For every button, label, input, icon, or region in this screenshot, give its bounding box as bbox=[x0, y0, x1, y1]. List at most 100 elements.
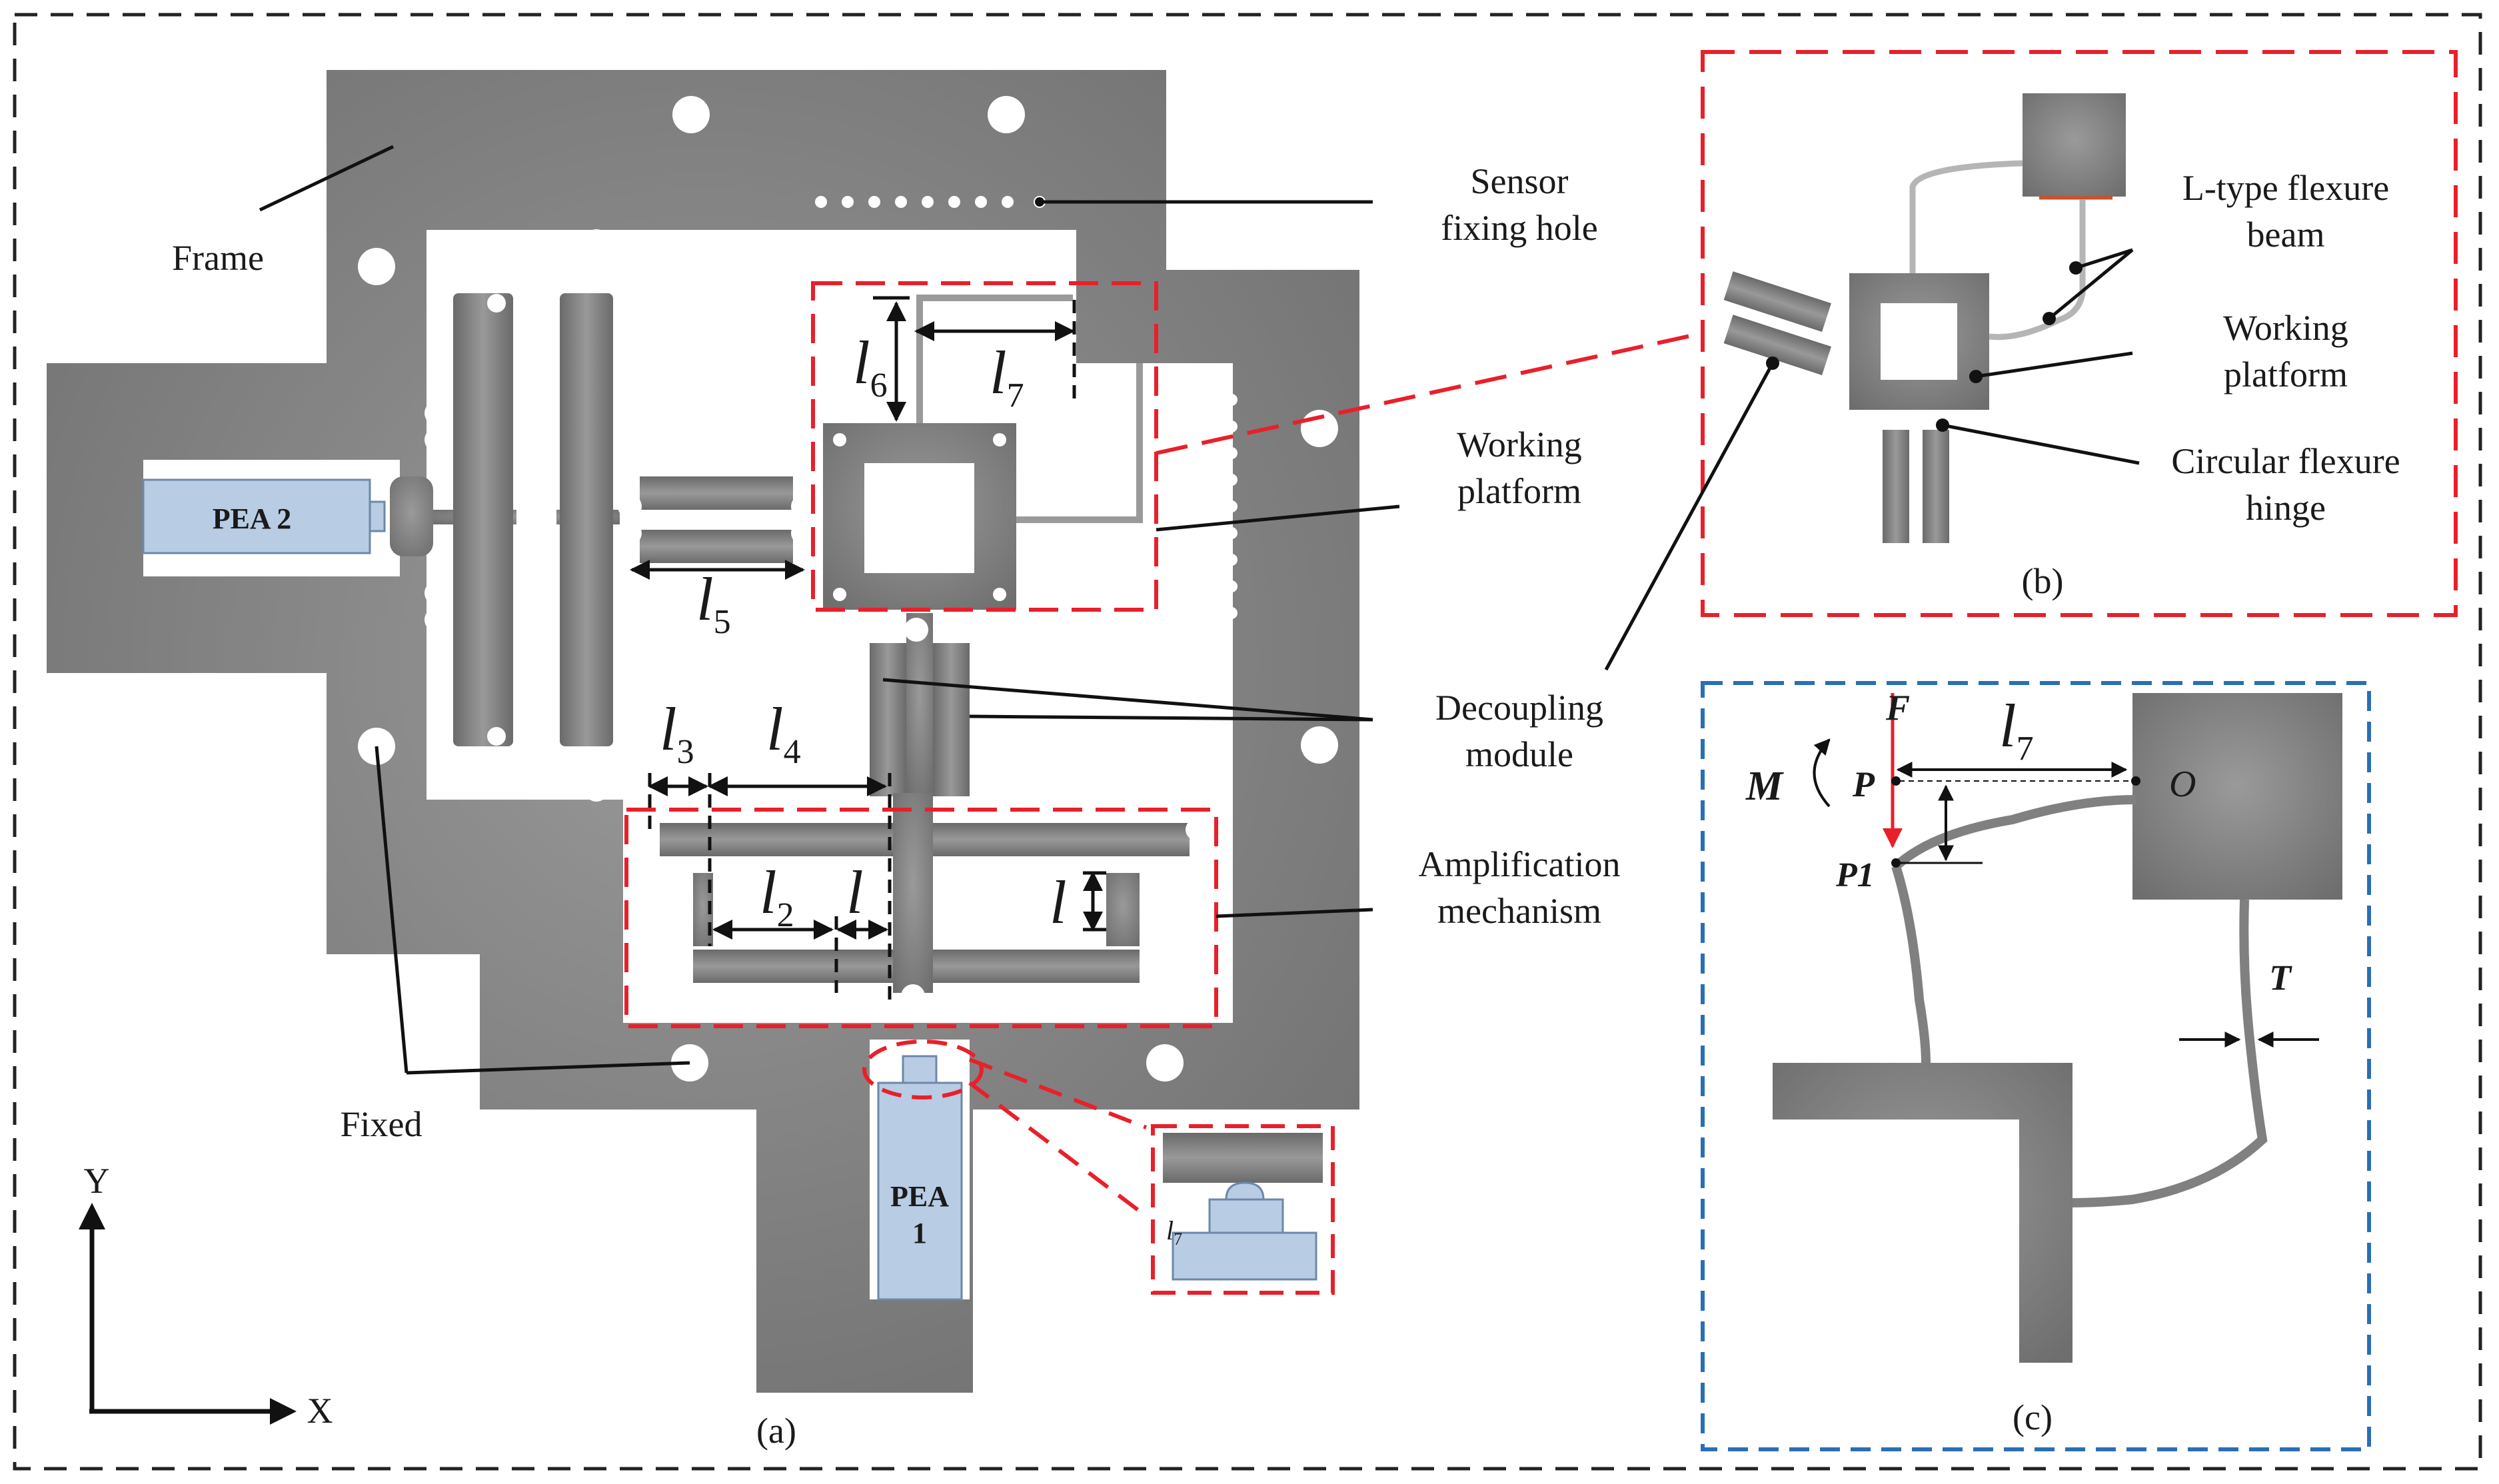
amp-bottom-right bbox=[933, 950, 1140, 983]
label-fixed: Fixed bbox=[340, 1104, 422, 1144]
pea1-actuator bbox=[877, 1082, 963, 1301]
label-working-line1-b: Working bbox=[2223, 308, 2348, 348]
moment-arrow-M bbox=[1813, 738, 1831, 808]
b-left-link-lower bbox=[1723, 315, 1831, 375]
zoom-leader-upper bbox=[968, 1058, 1148, 1129]
inset-ball-tip bbox=[1225, 1181, 1265, 1201]
callout-leaders-a bbox=[259, 145, 1400, 1075]
dimension-labels: l6 l7 l5 l3 l4 l2 l l bbox=[660, 329, 1067, 936]
left-lever-gap bbox=[516, 307, 556, 733]
label-frame: Frame bbox=[172, 238, 264, 278]
label-F: F bbox=[1885, 688, 1910, 728]
dim-l3: l3 bbox=[660, 695, 694, 771]
l5-hinges bbox=[618, 494, 815, 545]
dim-l-right: l bbox=[1050, 868, 1067, 936]
label-circular-line2: hinge bbox=[2246, 488, 2326, 528]
c-beam-right bbox=[2072, 899, 2268, 1207]
inset-block bbox=[1163, 1133, 1323, 1183]
panel-c: F M P P1 O T l7 (c) bbox=[1701, 681, 2371, 1451]
dim-l-lower: l bbox=[846, 858, 864, 926]
callout-leaders-b bbox=[1604, 248, 2140, 671]
y-axis-arrow bbox=[79, 1203, 105, 1229]
dim-l4: l4 bbox=[766, 695, 801, 771]
dim-l2: l2 bbox=[760, 858, 794, 934]
label-M: M bbox=[1745, 764, 1784, 809]
b-sensor-block bbox=[2023, 93, 2126, 197]
amp-top-left bbox=[660, 823, 893, 856]
dimension-lines bbox=[630, 296, 1106, 1000]
label-sensor-line1: Sensor bbox=[1471, 161, 1569, 201]
label-decoupling-line1: Decoupling bbox=[1435, 688, 1603, 728]
callout-dots-b bbox=[1766, 261, 2082, 432]
panel-label-b: (b) bbox=[2022, 561, 2064, 601]
panel-c-border bbox=[1701, 681, 2371, 1451]
label-working-line1-a: Working bbox=[1457, 424, 1582, 464]
b-l-beam-upper bbox=[1909, 160, 2023, 273]
dim-l7: l7 bbox=[990, 339, 1024, 414]
c-points bbox=[1891, 776, 2140, 868]
pea2-input-block bbox=[390, 476, 433, 556]
inset-actuator-top bbox=[1172, 1231, 1317, 1281]
amp-top-right bbox=[933, 823, 1190, 856]
c-label-l7: l7 bbox=[1999, 692, 2034, 768]
c-beam-top bbox=[1893, 795, 2136, 870]
label-ltype-line2: beam bbox=[2247, 215, 2325, 255]
panel-label-a: (a) bbox=[756, 1411, 796, 1451]
pea1-contact-highlight bbox=[862, 1040, 984, 1100]
label-working-line2-a: platform bbox=[1457, 471, 1581, 511]
c-beam-left bbox=[1891, 864, 1931, 1064]
b-platform-window bbox=[1881, 303, 1957, 380]
label-P1: P1 bbox=[1835, 856, 1875, 894]
platform-holes bbox=[833, 433, 1006, 601]
left-hinge-notches bbox=[424, 229, 608, 802]
dim-l6: l6 bbox=[853, 329, 888, 404]
x-axis-arrow bbox=[270, 1398, 297, 1425]
b-left-link-upper bbox=[1723, 271, 1831, 332]
pea1-label-line2: 1 bbox=[912, 1217, 927, 1249]
pea1-label-line1: PEA bbox=[890, 1180, 949, 1213]
callout-dots-a bbox=[1035, 197, 1044, 207]
axis-x-label: X bbox=[307, 1391, 333, 1431]
left-lever-outer bbox=[560, 293, 613, 746]
label-amplification-line1: Amplification bbox=[1419, 844, 1621, 884]
label-circular-line1: Circular flexure bbox=[2171, 441, 2400, 481]
label-O: O bbox=[2169, 764, 2196, 805]
panel-label-c: (c) bbox=[2013, 1397, 2053, 1437]
label-ltype-line1: L-type flexure bbox=[2182, 168, 2389, 208]
c-sensor-block bbox=[2132, 693, 2342, 900]
platform-window bbox=[864, 463, 974, 573]
decoupling-link-left bbox=[870, 643, 906, 796]
amp-hinges bbox=[636, 819, 1207, 1008]
label-amplification-line2: mechanism bbox=[1437, 891, 1601, 931]
axis-y-label: Y bbox=[84, 1161, 110, 1201]
l-beam-right bbox=[1016, 363, 1143, 523]
xy-axes bbox=[89, 1219, 280, 1414]
label-sensor-line2: fixing hole bbox=[1441, 208, 1597, 248]
inset-dim-label: l7 bbox=[1166, 1215, 1182, 1249]
inset-tip-block bbox=[1208, 1198, 1284, 1234]
panel-b-border bbox=[1701, 50, 2458, 617]
pea1-tip bbox=[902, 1055, 938, 1084]
b-bottom-link-left bbox=[1883, 430, 1909, 543]
decoupling-link-right bbox=[933, 643, 970, 796]
b-hinges bbox=[1887, 410, 1945, 427]
c-l-base bbox=[1773, 1063, 2073, 1363]
decoupling-hinges bbox=[874, 618, 962, 642]
panel-b: L-type flexure beam Working platform Cir… bbox=[1156, 50, 2458, 671]
b-l-beam-lower bbox=[1989, 200, 2086, 341]
amp-right-post bbox=[1106, 873, 1140, 946]
left-lever-inner bbox=[453, 293, 513, 746]
label-T: T bbox=[2269, 958, 2292, 998]
label-working-line2-b: platform bbox=[2224, 355, 2348, 394]
l5-beam-upper bbox=[640, 476, 793, 510]
label-decoupling-line2: module bbox=[1465, 734, 1573, 774]
working-platform-highlight bbox=[811, 281, 1158, 612]
amp-center-shaft bbox=[893, 793, 933, 993]
sensor-fixing-holes bbox=[815, 196, 1238, 619]
pea2-tip bbox=[369, 500, 386, 532]
dim-l5: l5 bbox=[696, 565, 731, 641]
decoupling-center-beam bbox=[906, 613, 933, 793]
l5-beam-lower bbox=[640, 530, 793, 563]
